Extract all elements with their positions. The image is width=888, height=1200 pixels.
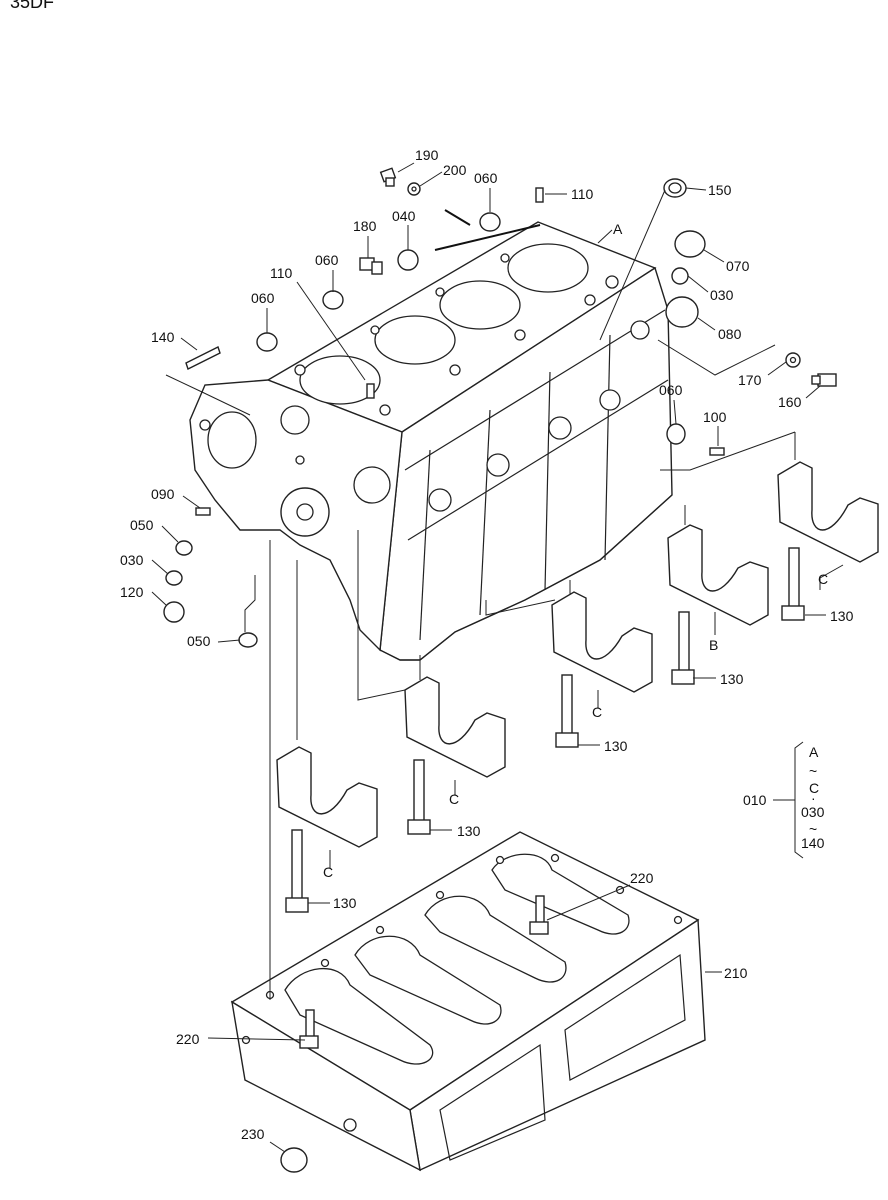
callout-090: 090 (151, 486, 175, 502)
callout-120: 120 (120, 584, 144, 600)
callout-030-left: 030 (120, 552, 144, 568)
callout-060-right: 060 (659, 382, 683, 398)
callout-210: 210 (724, 965, 748, 981)
callout-070: 070 (726, 258, 750, 274)
callout-B: B (709, 637, 718, 653)
callout-labels: 190 200 060 110 150 A 180 040 070 030 11… (120, 147, 854, 1142)
callout-C-mid: C (592, 704, 602, 720)
callout-C-lowest: C (323, 864, 333, 880)
assembly-key-item-1: A (809, 744, 819, 760)
callout-130-mid: 130 (604, 738, 628, 754)
callout-100: 100 (703, 409, 727, 425)
callout-130-right: 130 (830, 608, 854, 624)
callout-220-upper: 220 (630, 870, 654, 886)
callout-150: 150 (708, 182, 732, 198)
callout-130-b: 130 (720, 671, 744, 687)
callout-040: 040 (392, 208, 416, 224)
callout-060-mid: 060 (315, 252, 339, 268)
callout-030-right: 030 (710, 287, 734, 303)
callout-230: 230 (241, 1126, 265, 1142)
callout-A-top: A (613, 221, 623, 237)
callout-060-top: 060 (474, 170, 498, 186)
small-parts (163, 167, 837, 1173)
callout-060-left: 060 (251, 290, 275, 306)
model-code-label: 35DF (10, 0, 55, 12)
callout-110-left: 110 (270, 265, 293, 281)
assembly-key-item-6: ~ (809, 821, 817, 837)
callout-170: 170 (738, 372, 762, 388)
callout-190: 190 (415, 147, 439, 163)
callout-C-right: C (818, 571, 828, 587)
guide-lines (165, 189, 796, 1000)
callout-130-lower: 130 (457, 823, 481, 839)
callout-080: 080 (718, 326, 742, 342)
assembly-key: 010 A ~ C · 030 ~ 140 (743, 741, 825, 859)
callout-200: 200 (443, 162, 467, 178)
assembly-key-item-3: C (809, 780, 819, 796)
bearing-caps (276, 461, 879, 913)
callout-140: 140 (151, 329, 175, 345)
assembly-key-item-7: 140 (801, 835, 825, 851)
callout-180: 180 (353, 218, 377, 234)
leader-lines (151, 162, 844, 1153)
oil-pan (230, 831, 706, 1172)
callout-130-lowest: 130 (333, 895, 357, 911)
callout-C-lower: C (449, 791, 459, 807)
callout-110-top: 110 (571, 186, 594, 202)
assembly-key-item-2: ~ (809, 763, 817, 779)
assembly-key-ref: 010 (743, 792, 767, 808)
callout-220-lower: 220 (176, 1031, 200, 1047)
callout-050-left: 050 (130, 517, 154, 533)
assembly-key-item-5: 030 (801, 804, 825, 820)
callout-160: 160 (778, 394, 802, 410)
assembly-key-item-4: · (811, 790, 816, 806)
callout-050-lower: 050 (187, 633, 211, 649)
cylinder-block (189, 221, 673, 661)
